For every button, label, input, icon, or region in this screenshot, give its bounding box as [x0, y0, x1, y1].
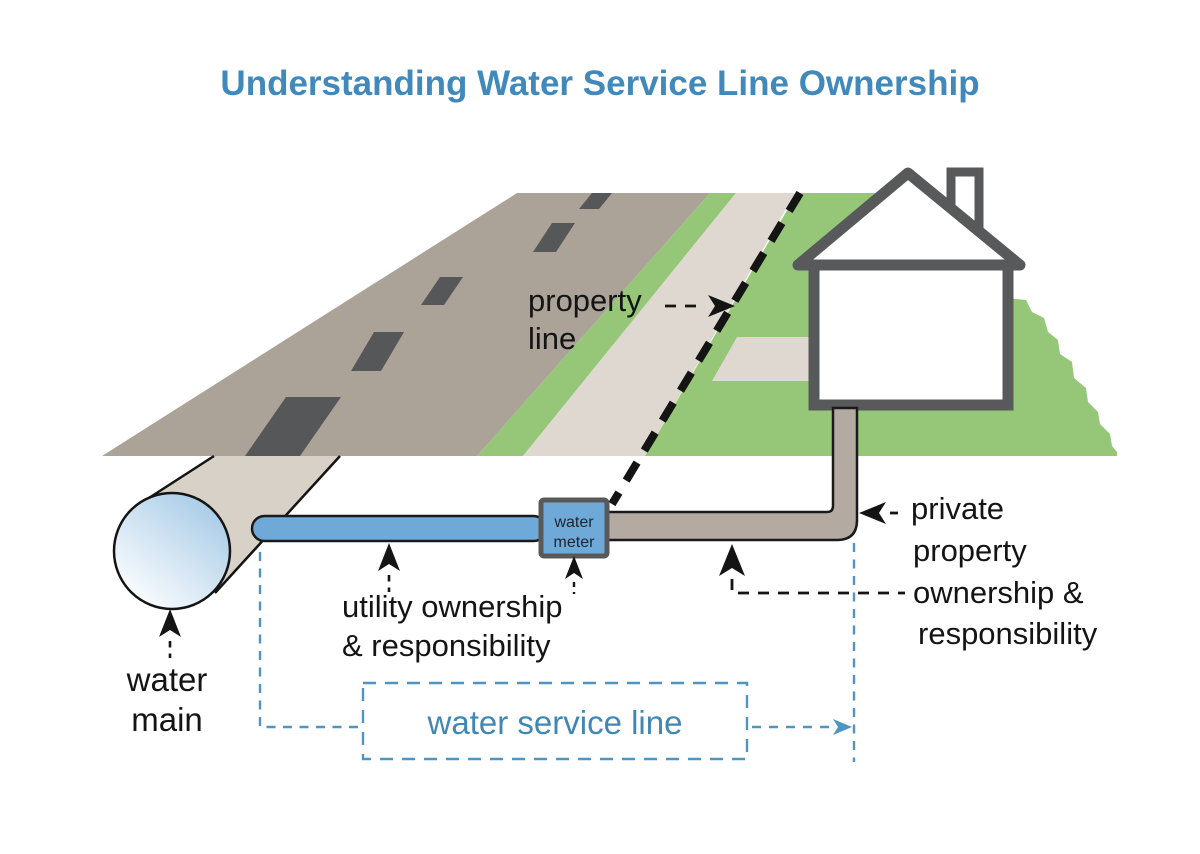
sidewalk: [523, 193, 795, 456]
service-line-extent-left: [258, 552, 363, 729]
property-line-label-line1: property: [528, 283, 642, 318]
water-meter-label-line1: water: [553, 514, 594, 531]
road-center-dashes: [245, 193, 612, 456]
property-line-dashes: [608, 190, 804, 507]
walkway: [712, 337, 814, 381]
house-body: [808, 259, 1014, 411]
grass-yard-under-house: [814, 408, 1010, 456]
private-ownership-label-line4: responsibility: [918, 616, 1098, 651]
water-main-cross-section: [112, 491, 232, 611]
utility-service-pipe: [250, 514, 548, 543]
service-line-right-arrow: [752, 719, 852, 735]
water-main-arrow: [159, 609, 181, 658]
road-surface: [102, 193, 710, 456]
diagram-title: Understanding Water Service Line Ownersh…: [220, 64, 979, 103]
grass-strip-curbside: [477, 193, 736, 456]
bush: [1006, 298, 1117, 456]
private-elbow-arrow: [859, 502, 903, 524]
water-meter-label-line2: meter: [554, 534, 596, 551]
private-ownership-label-line2: property: [913, 533, 1027, 568]
water-service-line-label: water service line: [427, 704, 683, 741]
grass-yard-left: [645, 193, 884, 456]
utility-ownership-label-line2: & responsibility: [342, 628, 551, 663]
property-line-arrow: [665, 295, 735, 317]
private-ownership-label-line1: private: [911, 491, 1004, 526]
water-service-line-box: [361, 681, 749, 761]
water-main-label-line1: water: [126, 661, 208, 698]
property-line-label-line2: line: [528, 321, 576, 356]
private-service-pipe: [598, 406, 859, 542]
private-ownership-label-line3: ownership &: [913, 575, 1084, 610]
utility-ownership-label-line1: utility ownership: [342, 589, 563, 624]
private-pipe-arrow: [719, 544, 905, 595]
utility-ownership-arrow: [378, 543, 400, 592]
water-main-label-line2: main: [131, 701, 203, 738]
water-meter-arrow: [565, 556, 583, 594]
